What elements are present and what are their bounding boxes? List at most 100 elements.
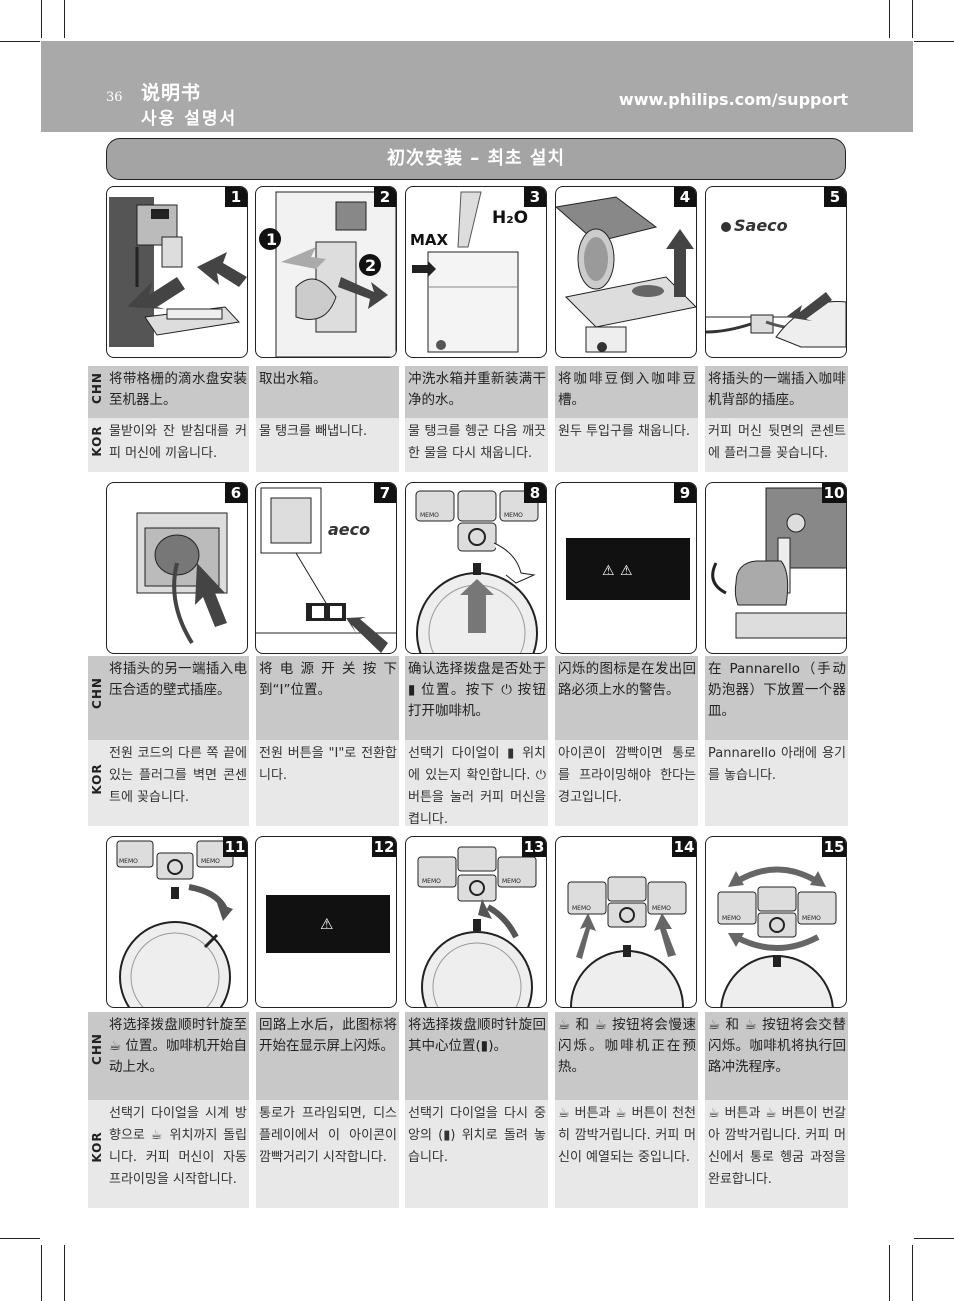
step-4-text-chn: 将咖啡豆倒入咖啡豆槽。 bbox=[555, 366, 698, 418]
step-number: 8 bbox=[524, 483, 546, 503]
memo-label: MEMO bbox=[420, 512, 439, 519]
memo-label: MEMO bbox=[802, 915, 821, 922]
step-10-text-kor: Pannarello 아래에 용기를 놓습니다. bbox=[705, 740, 848, 826]
crop-mark bbox=[914, 1238, 954, 1239]
step-3-illustration: 3 MAX H₂O bbox=[405, 186, 547, 358]
crop-mark bbox=[0, 1238, 40, 1239]
drip-tray-illustration bbox=[109, 197, 247, 347]
step-5-text-kor: 커피 머신 뒷면의 콘센트에 플러그를 꽂습니다. bbox=[705, 418, 848, 472]
step-12-text-kor: 통로가 프라임되면, 디스플레이에서 이 아이콘이 깜빡거리기 시작합니다. bbox=[256, 1100, 399, 1208]
step-6-text-kor: 전원 코드의 다른 쪽 끝에 있는 플러그를 벽면 콘센트에 꽂습니다. bbox=[106, 740, 249, 826]
display-warning-illustration: ⚠ ⚠ bbox=[566, 538, 690, 600]
lang-label-chn: CHN bbox=[90, 677, 104, 709]
step-9-illustration: 9 ⚠ ⚠ bbox=[555, 482, 697, 654]
step-7-text-chn: 将电源开关按下到“I”位置。 bbox=[256, 656, 399, 740]
lang-strip-kor: KOR bbox=[88, 418, 106, 472]
step-14-text-kor: ☕ 버튼과 ☕ 버튼이 천천히 깜박거립니다. 커피 머신이 예열되는 중입니다… bbox=[555, 1100, 698, 1208]
step-10-illustration: 10 bbox=[705, 482, 847, 654]
max-label: MAX bbox=[410, 231, 449, 249]
crop-mark bbox=[41, 0, 42, 38]
svg-text:1: 1 bbox=[266, 230, 277, 249]
svg-text:2: 2 bbox=[365, 256, 376, 275]
step-3-text-kor: 물 탱크를 헹군 다음 깨끗한 물을 다시 채웁니다. bbox=[405, 418, 548, 472]
lang-strip-chn: CHN bbox=[88, 366, 106, 418]
wall-socket-illustration bbox=[136, 512, 228, 645]
crop-mark bbox=[64, 1245, 65, 1301]
pannarello-container-illustration bbox=[711, 487, 846, 639]
step-number: 9 bbox=[674, 483, 696, 503]
crop-mark bbox=[912, 1245, 913, 1301]
crop-mark bbox=[0, 41, 40, 42]
step-7-text-kor: 전원 버튼을 "I"로 전환합니다. bbox=[256, 740, 399, 826]
step-7-illustration: 7 aeco bbox=[255, 482, 397, 654]
step-13-text-chn: 将选择拨盘顺时针旋回其中心位置(▮)。 bbox=[405, 1012, 548, 1100]
step-number: 4 bbox=[674, 187, 696, 207]
step-2-text-kor: 물 탱크를 빼냅니다. bbox=[256, 418, 399, 472]
step-number: 3 bbox=[524, 187, 546, 207]
warning-icon: ⚠ bbox=[602, 563, 615, 579]
memo-label: MEMO bbox=[572, 905, 591, 912]
step-1-illustration: 1 bbox=[106, 186, 248, 358]
memo-label: MEMO bbox=[422, 878, 441, 885]
step-11-illustration: 11 MEMO MEMO bbox=[106, 836, 248, 1008]
step-12-text-chn: 回路上水后，此图标将开始在显示屏上闪烁。 bbox=[256, 1012, 399, 1100]
warning-icon: ⚠ bbox=[320, 915, 333, 933]
step-number: 14 bbox=[672, 837, 696, 857]
remove-water-tank-illustration: 1 2 bbox=[259, 191, 396, 357]
dial-center-illustration: MEMO MEMO bbox=[417, 846, 537, 1007]
lang-label-kor: KOR bbox=[90, 425, 104, 457]
step-14-illustration: 14 MEMO MEMO bbox=[555, 836, 697, 1008]
step-13-text-kor: 선택기 다이얼을 다시 중앙의 (▮) 위치로 돌려 놓습니다. bbox=[405, 1100, 548, 1208]
step-8-text-kor: 선택기 다이얼이 ▮ 위치에 있는지 확인합니다. ⏻ 버튼을 눌러 커피 머신… bbox=[405, 740, 548, 827]
crop-mark bbox=[914, 41, 954, 42]
step-2-text-chn: 取出水箱。 bbox=[256, 366, 399, 418]
step-9-text-chn: 闪烁的图标是在发出回路必须上水的警告。 bbox=[555, 656, 698, 740]
step-5-text-chn: 将插头的一端插入咖啡机背部的插座。 bbox=[705, 366, 848, 418]
support-url[interactable]: www.philips.com/support bbox=[618, 90, 848, 109]
step-number: 2 bbox=[374, 187, 396, 207]
step-number: 11 bbox=[223, 837, 247, 857]
step-6-illustration: 6 bbox=[106, 482, 248, 654]
step-8-illustration: 8 MEMO MEMO bbox=[405, 482, 547, 654]
step-13-illustration: 13 MEMO MEMO bbox=[405, 836, 547, 1008]
lang-strip-chn: CHN bbox=[88, 1012, 106, 1100]
step-number: 12 bbox=[372, 837, 396, 857]
memo-label: MEMO bbox=[119, 858, 138, 865]
memo-buttons-alternate-flash-illustration: MEMO MEMO bbox=[717, 866, 837, 1007]
step-number: 15 bbox=[822, 837, 846, 857]
step-3-text-chn: 冲洗水箱并重新装满干净的水。 bbox=[405, 366, 548, 418]
crop-mark bbox=[41, 1245, 42, 1301]
step-1-text-kor: 물받이와 잔 받침대를 커피 머신에 끼웁니다. bbox=[106, 418, 249, 472]
fill-water-tank-illustration: MAX H₂O bbox=[410, 191, 528, 353]
crop-mark bbox=[64, 0, 65, 38]
step-15-text-kor: ☕ 버튼과 ☕ 버튼이 번갈아 깜박거립니다. 커피 머신에서 통로 헹굼 과정… bbox=[705, 1100, 848, 1208]
lang-strip-chn: CHN bbox=[88, 656, 106, 740]
manual-title-kor: 사용 설명서 bbox=[141, 109, 238, 129]
step-4-illustration: 4 bbox=[555, 186, 697, 358]
step-2-illustration: 2 1 2 bbox=[255, 186, 397, 358]
power-switch-illustration: aeco bbox=[256, 487, 396, 653]
step-6-text-chn: 将插头的另一端插入电压合适的壁式插座。 bbox=[106, 656, 249, 740]
warning-icon: ⚠ bbox=[620, 563, 633, 579]
memo-label: MEMO bbox=[504, 512, 523, 519]
saeco-logo-partial: aeco bbox=[328, 520, 370, 539]
memo-label: MEMO bbox=[722, 915, 741, 922]
crop-mark bbox=[889, 0, 890, 38]
step-11-text-chn: 将选择拨盘顺时针旋至 ☕ 位置。咖啡机开始自动上水。 bbox=[106, 1012, 249, 1100]
step-5-illustration: 5 Saeco bbox=[705, 186, 847, 358]
step-10-text-chn: 在 Pannarello（手动奶泡器）下放置一个器皿。 bbox=[705, 656, 848, 740]
step-15-text-chn: ☕ 和 ☕ 按钮将会交替闪烁。咖啡机将执行回路冲洗程序。 bbox=[705, 1012, 848, 1100]
step-number: 5 bbox=[824, 187, 846, 207]
lang-strip-kor: KOR bbox=[88, 1100, 106, 1208]
section-title: 初次安装 – 최초 설치 bbox=[106, 138, 846, 180]
lang-strip-kor: KOR bbox=[88, 740, 106, 826]
step-15-illustration: 15 MEMO MEMO bbox=[705, 836, 847, 1008]
power-button-illustration: MEMO MEMO bbox=[415, 490, 539, 653]
rear-plug-illustration: Saeco bbox=[706, 216, 846, 348]
step-1-text-chn: 将带格栅的滴水盘安装至机器上。 bbox=[106, 366, 249, 418]
memo-buttons-slow-flash-illustration: MEMO MEMO bbox=[567, 876, 687, 1007]
step-number: 1 bbox=[225, 187, 247, 207]
step-number: 13 bbox=[522, 837, 546, 857]
memo-label: MEMO bbox=[201, 858, 220, 865]
saeco-logo: Saeco bbox=[734, 216, 788, 235]
